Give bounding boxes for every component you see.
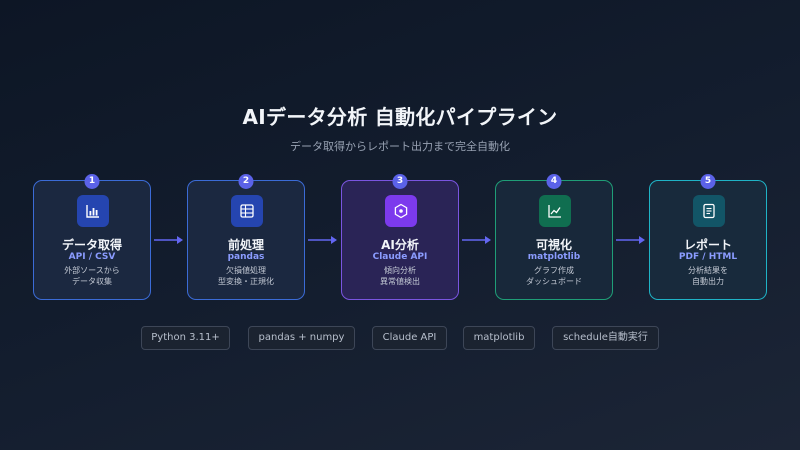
stage-description: 外部ソースから データ収集 <box>64 266 120 286</box>
stage-tech: Claude API <box>372 252 428 262</box>
bar-chart-icon <box>77 195 109 227</box>
stage-name: AI分析 <box>381 238 419 252</box>
table-icon <box>231 195 263 227</box>
stage-description: グラフ作成 ダッシュボード <box>526 266 582 286</box>
stage-name: レポート <box>683 238 732 252</box>
stage-tech: PDF / HTML <box>678 252 738 262</box>
stage-description: 欠損値処理 型変換・正規化 <box>218 266 274 286</box>
stage-description: 分析結果を 自動出力 <box>688 266 728 286</box>
tag-schedule: schedule自動実行 <box>552 326 659 350</box>
page-subtitle: データ取得からレポート出力まで完全自動化 <box>290 140 510 153</box>
stage-name: 可視化 <box>535 238 572 252</box>
document-icon <box>693 195 725 227</box>
stage-tech: matplotlib <box>527 252 581 262</box>
arrow-right-icon <box>154 236 183 244</box>
stage-tech: API / CSV <box>68 252 116 262</box>
tag-matplotlib: matplotlib <box>463 326 535 350</box>
stage-name: データ取得 <box>61 238 122 252</box>
step-badge: 4 <box>546 174 562 189</box>
ai-chip-icon <box>385 195 417 227</box>
tag-claude-api: Claude API <box>372 326 447 350</box>
step-badge: 5 <box>700 174 716 189</box>
step-badge: 1 <box>84 174 100 189</box>
stage-ai-analysis: 3 AI分析 Claude API 傾向分析 異常値検出 <box>341 174 459 300</box>
stage-description: 傾向分析 異常値検出 <box>380 266 420 286</box>
tag-python: Python 3.11+ <box>141 326 230 350</box>
stage-data-acquisition: 1 データ取得 API / CSV 外部ソースから データ収集 <box>33 174 151 300</box>
page-title: AIデータ分析 自動化パイプライン <box>242 105 558 129</box>
step-badge: 2 <box>238 174 254 189</box>
stage-visualization: 4 可視化 matplotlib グラフ作成 ダッシュボード <box>495 174 613 300</box>
stage-name: 前処理 <box>227 238 264 252</box>
line-chart-icon <box>539 195 571 227</box>
arrow-right-icon <box>308 236 337 244</box>
stage-report: 5 レポート PDF / HTML 分析結果を 自動出力 <box>649 174 767 300</box>
tag-pandas: pandas + numpy <box>248 326 355 350</box>
stage-tech: pandas <box>227 252 265 262</box>
stage-preprocessing: 2 前処理 pandas 欠損値処理 型変換・正規化 <box>187 174 305 300</box>
step-badge: 3 <box>392 174 408 189</box>
tech-tags: Python 3.11+ pandas + numpy Claude API m… <box>0 326 800 352</box>
arrow-right-icon <box>616 236 645 244</box>
arrow-right-icon <box>462 236 491 244</box>
